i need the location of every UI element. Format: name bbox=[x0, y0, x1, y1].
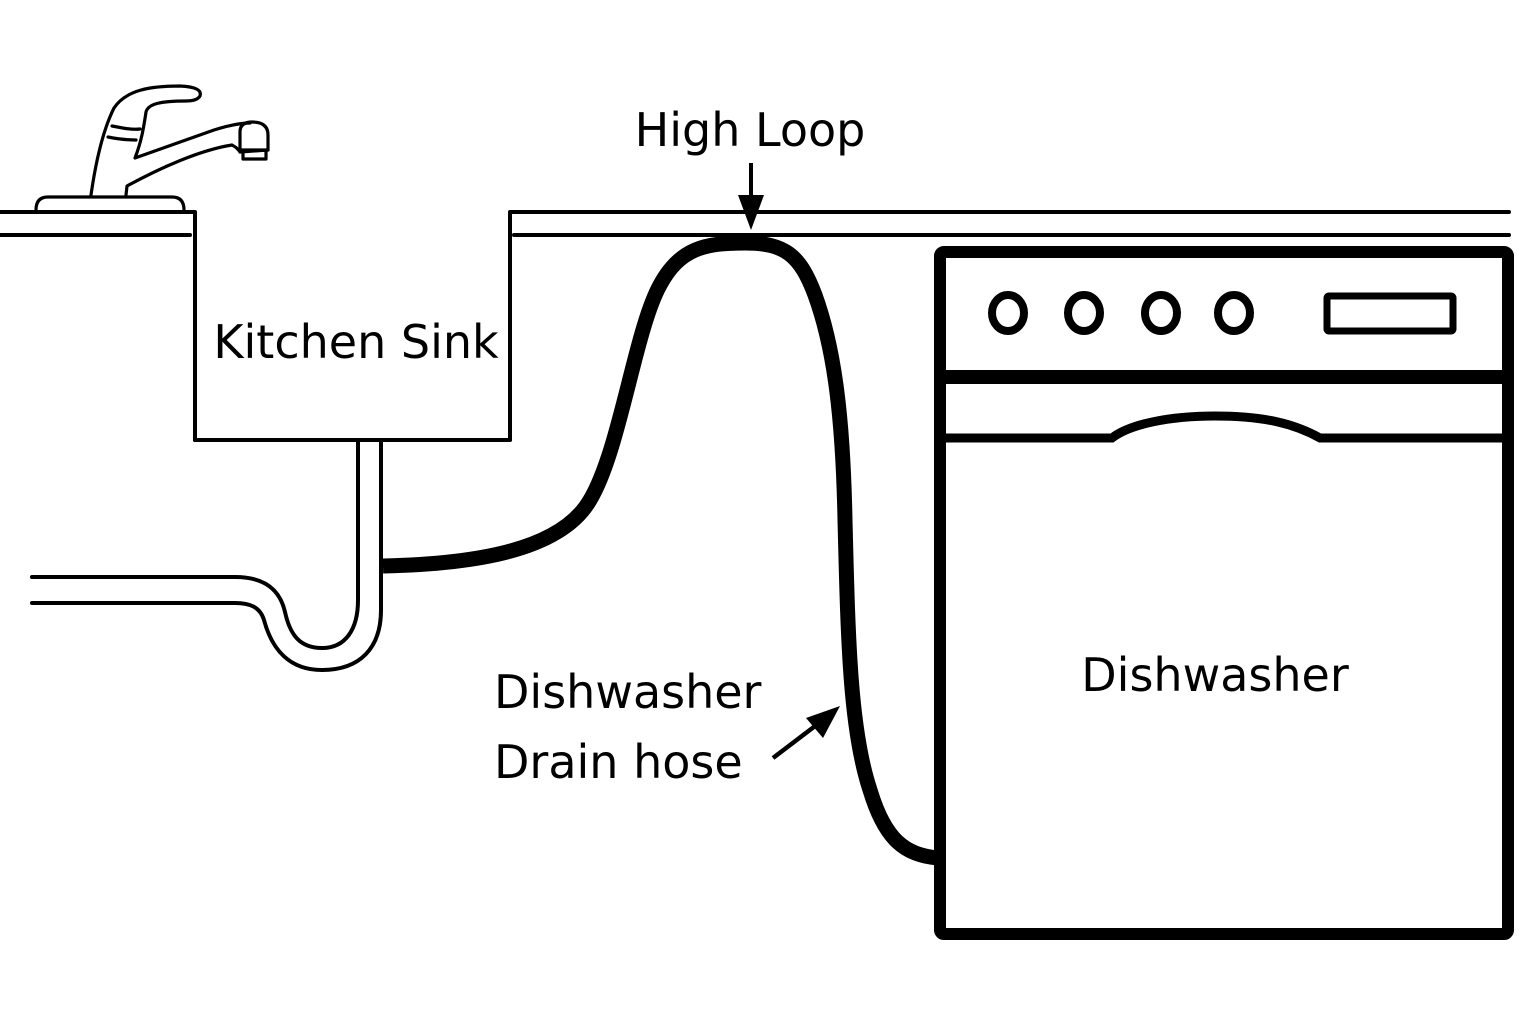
drain-hose-label-line1: Dishwasher bbox=[494, 665, 762, 719]
drain-hose-callout: Dishwasher Drain hose bbox=[494, 665, 840, 789]
kitchen-sink-label: Kitchen Sink bbox=[213, 315, 499, 369]
drain-hose bbox=[382, 235, 939, 866]
high-loop-callout: High Loop bbox=[635, 103, 866, 230]
dishwasher-door-handle bbox=[946, 411, 1503, 443]
countertop-left-top-edge bbox=[0, 210, 197, 442]
high-loop-arrow-head bbox=[738, 195, 764, 230]
drain-hose-label-line2: Drain hose bbox=[494, 735, 743, 789]
knob-icon bbox=[1141, 291, 1181, 335]
drain-hose-path bbox=[382, 235, 939, 866]
dishwasher-label: Dishwasher bbox=[1081, 648, 1349, 702]
display-panel bbox=[1323, 292, 1457, 335]
faucet-base bbox=[34, 195, 186, 212]
dishwasher: Dishwasher bbox=[934, 246, 1514, 940]
knob-icon bbox=[988, 291, 1028, 335]
knob-icon bbox=[1064, 291, 1104, 335]
faucet-aerator-ring bbox=[238, 148, 270, 161]
faucet-icon bbox=[34, 84, 270, 212]
high-loop-label: High Loop bbox=[635, 103, 866, 157]
drain-pipe-inner bbox=[30, 440, 360, 650]
faucet-lever-band bbox=[106, 124, 142, 142]
p-trap bbox=[30, 440, 383, 672]
drain-hose-arrow-head bbox=[806, 706, 840, 738]
faucet-aerator bbox=[238, 120, 270, 154]
kitchen-sink: Kitchen Sink bbox=[193, 315, 512, 442]
knob-icon bbox=[1214, 291, 1254, 335]
countertop-right-top-edge bbox=[508, 210, 1511, 442]
dishwasher-body bbox=[934, 246, 1514, 940]
countertop bbox=[0, 210, 1511, 442]
control-knobs bbox=[988, 291, 1254, 335]
drain-pipe-outer bbox=[30, 440, 383, 672]
faucet-body bbox=[89, 84, 252, 197]
faucet-spout bbox=[124, 143, 242, 197]
